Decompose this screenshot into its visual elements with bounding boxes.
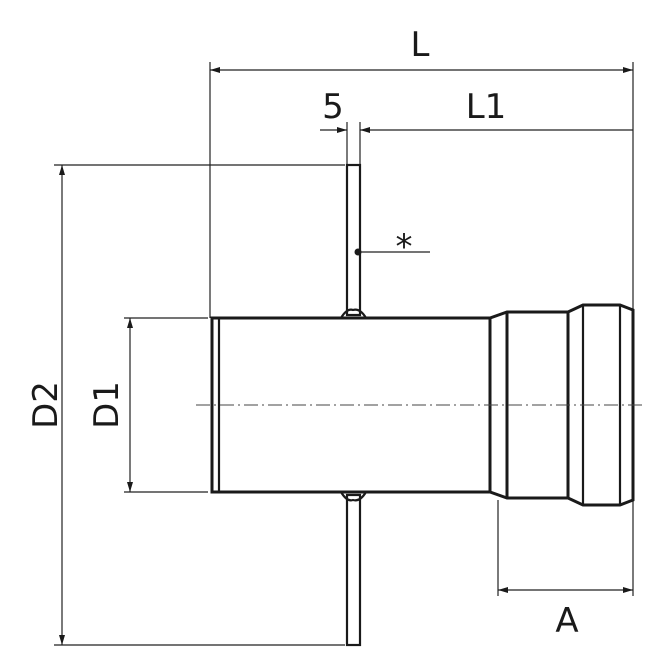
label-5: 5 <box>322 87 344 127</box>
label-D2: D2 <box>26 381 66 429</box>
dimension-D2 <box>54 164 345 646</box>
label-A: A <box>555 601 578 641</box>
label-weld-note: * <box>396 227 413 267</box>
label-L: L <box>411 25 430 65</box>
dimension-L <box>209 62 634 596</box>
pipe-body <box>210 303 635 507</box>
weld-leader <box>354 248 430 256</box>
label-L1: L1 <box>466 87 507 127</box>
dimension-5-L1 <box>320 122 633 165</box>
dimension-A <box>497 500 633 596</box>
flange-plate <box>340 163 367 647</box>
label-D1: D1 <box>87 381 127 429</box>
dimension-D1 <box>124 317 208 493</box>
